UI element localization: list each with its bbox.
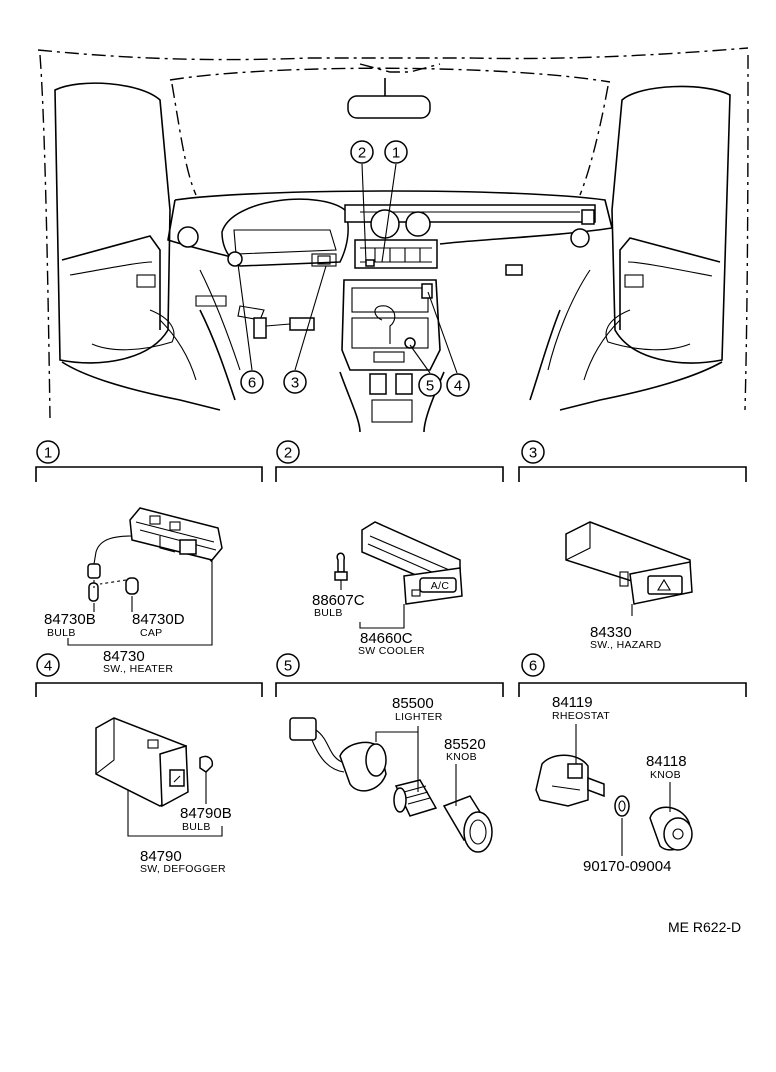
part-84119-number: 84119 xyxy=(552,694,593,711)
part-88607C-number: 88607C xyxy=(312,592,365,609)
svg-text:5: 5 xyxy=(426,378,434,395)
part-84119-name: RHEOSTAT xyxy=(552,710,610,722)
section-5-lighter: 85500 LIGHTER 85520 KNOB xyxy=(289,695,493,853)
part-84730B-number: 84730B xyxy=(44,611,96,628)
part-85520-number: 85520 xyxy=(444,736,486,753)
section-4-defogger-switch: 84790B BULB 84790 SW, DEFOGGER xyxy=(95,717,232,875)
overview-callout-6: 6 xyxy=(240,370,264,394)
section-4-header: 4 xyxy=(35,653,263,697)
part-84790-name: SW, DEFOGGER xyxy=(140,863,226,875)
part-90170-09004-number: 90170-09004 xyxy=(583,858,671,875)
svg-text:1: 1 xyxy=(44,445,52,462)
part-84730D-number: 84730D xyxy=(132,611,185,628)
svg-text:5: 5 xyxy=(284,658,292,675)
overview-callout-3: 3 xyxy=(283,370,307,394)
overview-callout-2: 2 xyxy=(350,140,374,164)
part-84660C-number: 84660C xyxy=(360,630,413,647)
part-84660C-name: SW COOLER xyxy=(358,645,425,657)
svg-text:6: 6 xyxy=(529,658,537,675)
part-84118-name: KNOB xyxy=(650,769,681,781)
section-1-heater-switch: 84730B BULB 84730D CAP 84730 SW., HEATER xyxy=(44,507,223,675)
section-headers: 1 2 3 4 5 6 xyxy=(35,440,747,697)
section-6-rheostat: 84119 RHEOSTAT 84118 KNOB 90170-09004 xyxy=(535,694,693,875)
svg-text:2: 2 xyxy=(284,445,292,462)
section-2-header: 2 xyxy=(275,440,504,482)
drawing-code: ME R622-D xyxy=(668,919,741,935)
ac-button-label: A/C xyxy=(431,580,450,592)
part-88607C-name: BULB xyxy=(314,607,343,619)
interior-overview: 2 1 6 3 5 4 xyxy=(37,47,749,433)
svg-text:2: 2 xyxy=(358,145,366,162)
section-3-header: 3 xyxy=(518,440,747,482)
section-3-hazard-switch: 84330 SW., HAZARD xyxy=(565,521,693,651)
part-84330-number: 84330 xyxy=(590,624,632,641)
section-6-header: 6 xyxy=(518,653,747,697)
svg-text:6: 6 xyxy=(248,375,256,392)
part-84730-number: 84730 xyxy=(103,648,145,665)
part-84730-name: SW., HEATER xyxy=(103,663,173,675)
part-84730B-name: BULB xyxy=(47,627,76,639)
part-84790B-name: BULB xyxy=(182,821,211,833)
overview-callout-4: 4 xyxy=(446,373,470,397)
section-5-header: 5 xyxy=(275,653,504,697)
svg-text:3: 3 xyxy=(529,445,537,462)
svg-text:1: 1 xyxy=(392,145,400,162)
overview-callout-1: 1 xyxy=(384,140,408,164)
svg-text:4: 4 xyxy=(454,378,462,395)
part-84330-name: SW., HAZARD xyxy=(590,639,662,651)
section-1-header: 1 xyxy=(35,440,263,482)
part-85500-number: 85500 xyxy=(392,695,434,712)
svg-text:3: 3 xyxy=(291,375,299,392)
overview-callout-5: 5 xyxy=(418,373,442,397)
part-84730D-name: CAP xyxy=(140,627,163,639)
section-2-cooler-switch: A/C 88607C BULB 84660C SW COOLER xyxy=(312,521,463,657)
part-85520-name: KNOB xyxy=(446,751,477,763)
part-84118-number: 84118 xyxy=(646,753,687,770)
part-84790-number: 84790 xyxy=(140,848,182,865)
svg-text:4: 4 xyxy=(44,658,52,675)
part-85500-name: LIGHTER xyxy=(395,711,443,723)
part-84790B-number: 84790B xyxy=(180,805,232,822)
